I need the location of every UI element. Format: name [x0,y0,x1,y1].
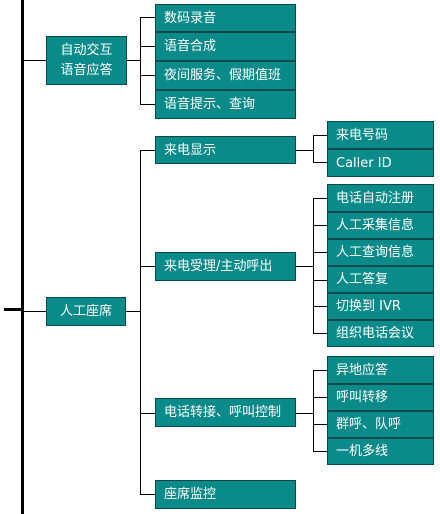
leaf-multi-line: 一机多线 [327,438,434,465]
node-night-service: 夜间服务、假期值班 [155,61,296,90]
connector [140,266,155,267]
connector [140,150,155,151]
trunk-line [21,0,24,514]
node-ivr: 自动交互 语音应答 [46,36,127,85]
connector [313,424,327,425]
connector [313,370,327,371]
connector [313,397,327,398]
connector [313,333,327,334]
node-ivr-line-2: 语音应答 [60,62,113,78]
connector [313,135,327,136]
leaf-caller-id: Caller ID [327,149,434,177]
leaf-manual-reply: 人工答复 [327,266,434,293]
node-seat-monitoring: 座席监控 [155,480,296,509]
leaf-switch-ivr: 切换到 IVR [327,293,434,320]
connector [313,306,327,307]
node-digital-recording: 数码录音 [155,4,296,32]
connector [24,60,46,61]
connector [127,60,140,61]
leaf-remote-answer: 异地应答 [327,356,434,384]
connector [313,198,327,199]
connector [313,198,314,334]
connector [24,311,46,312]
connector [140,75,155,76]
connector [140,150,141,495]
connector [296,266,313,267]
connector [296,150,313,151]
connector [313,225,327,226]
node-ivr-line-1: 自动交互 [60,42,113,58]
node-agent-seat: 人工座席 [46,297,126,326]
leaf-caller-number: 来电号码 [327,121,434,149]
node-voice-prompt: 语音提示、查询 [155,90,296,119]
leaf-manual-collect: 人工采集信息 [327,212,434,239]
connector [313,370,314,452]
connector [140,413,155,414]
connector [296,413,313,414]
connector [313,280,327,281]
node-call-transfer: 电话转接、呼叫控制 [155,398,296,427]
connector [313,162,327,163]
connector [140,104,155,105]
node-call-handling: 来电受理/主动呼出 [155,252,296,281]
node-caller-display: 来电显示 [155,136,296,164]
node-speech-synthesis: 语音合成 [155,32,296,61]
leaf-conference: 组织电话会议 [327,320,434,347]
connector [140,17,141,105]
leaf-group-call: 群呼、队呼 [327,411,434,438]
connector [313,451,327,452]
connector [140,46,155,47]
root-connector-stub [4,308,24,311]
connector [313,252,327,253]
leaf-manual-query: 人工查询信息 [327,239,434,266]
leaf-auto-register: 电话自动注册 [327,184,434,212]
connector [140,17,155,18]
connector [126,311,140,312]
connector [313,135,314,163]
leaf-call-forward: 呼叫转移 [327,384,434,411]
connector [140,494,155,495]
